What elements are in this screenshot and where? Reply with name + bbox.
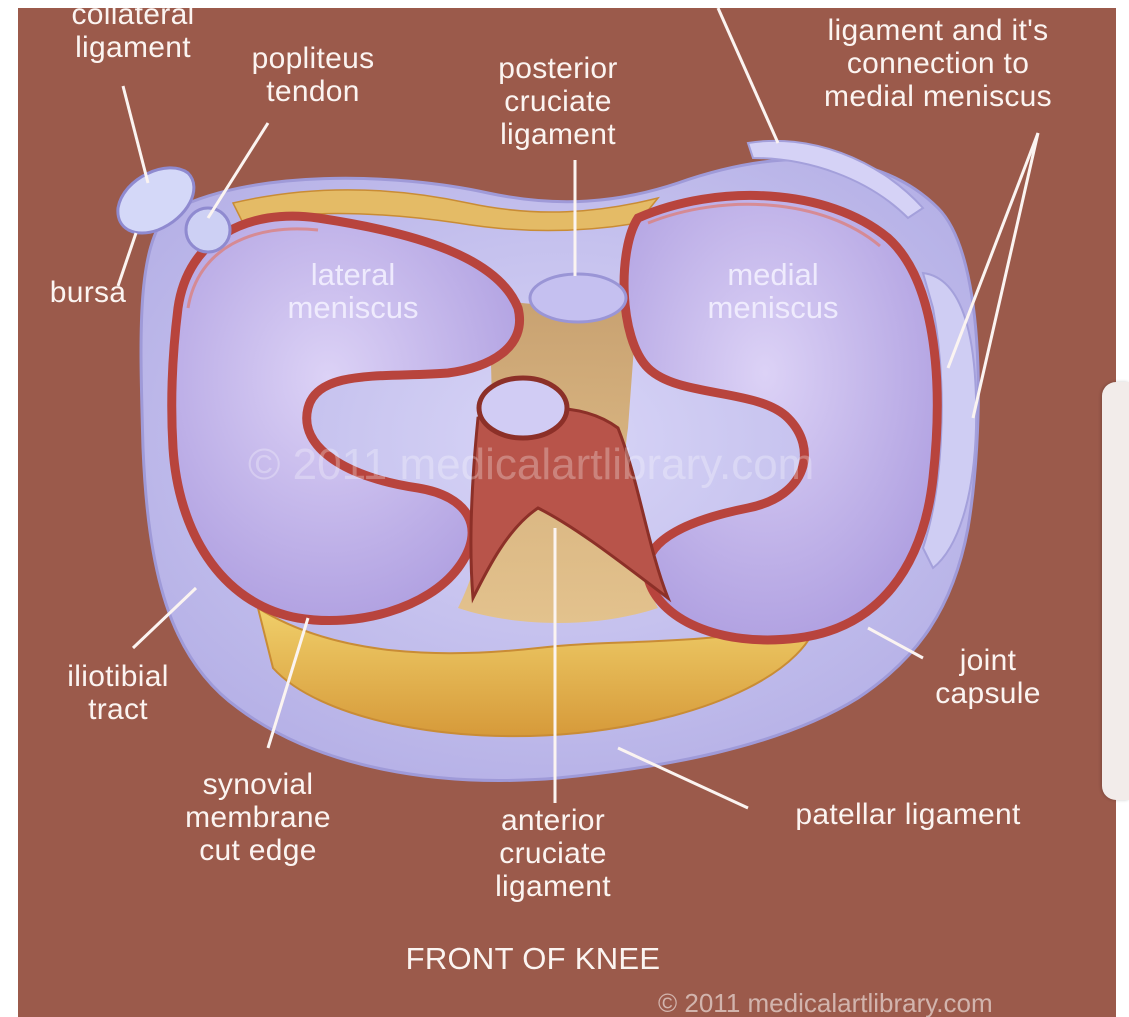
collateral-leader	[123, 86, 148, 183]
watermark: © 2011 medicalartlibrary.com	[248, 440, 814, 490]
label-anterior-cruciate: anterior cruciate ligament	[448, 804, 658, 903]
anterior-cruciate-stump	[479, 378, 567, 438]
label-popliteus-tendon: popliteus tendon	[218, 42, 408, 108]
label-iliotibial-tract: iliotibial tract	[38, 660, 198, 726]
posterior-cruciate-shape	[530, 274, 626, 322]
side-scroll-handle[interactable]	[1102, 382, 1129, 800]
label-lateral-meniscus: lateral meniscus	[258, 258, 448, 324]
label-front-of-knee: FRONT OF KNEE	[368, 942, 698, 975]
label-medial-meniscus: medial meniscus	[678, 258, 868, 324]
medial-collateral-leader	[718, 8, 778, 143]
label-posterior-cruciate: posterior cruciate ligament	[458, 52, 658, 151]
label-joint-capsule: joint capsule	[918, 644, 1058, 710]
label-patellar-ligament: patellar ligament	[758, 798, 1058, 831]
label-collateral-ligament: collateral ligament	[33, 8, 233, 64]
label-medial-collateral-connection: ligament and it's connection to medial m…	[778, 14, 1098, 113]
popliteus-tendon-shape	[186, 208, 230, 252]
label-bursa: bursa	[23, 276, 153, 309]
diagram-frame: collateral ligament popliteus tendon pos…	[18, 8, 1116, 1017]
label-synovial-membrane: synovial membrane cut edge	[158, 768, 358, 867]
copyright-notice: © 2011 medicalartlibrary.com	[658, 988, 993, 1017]
